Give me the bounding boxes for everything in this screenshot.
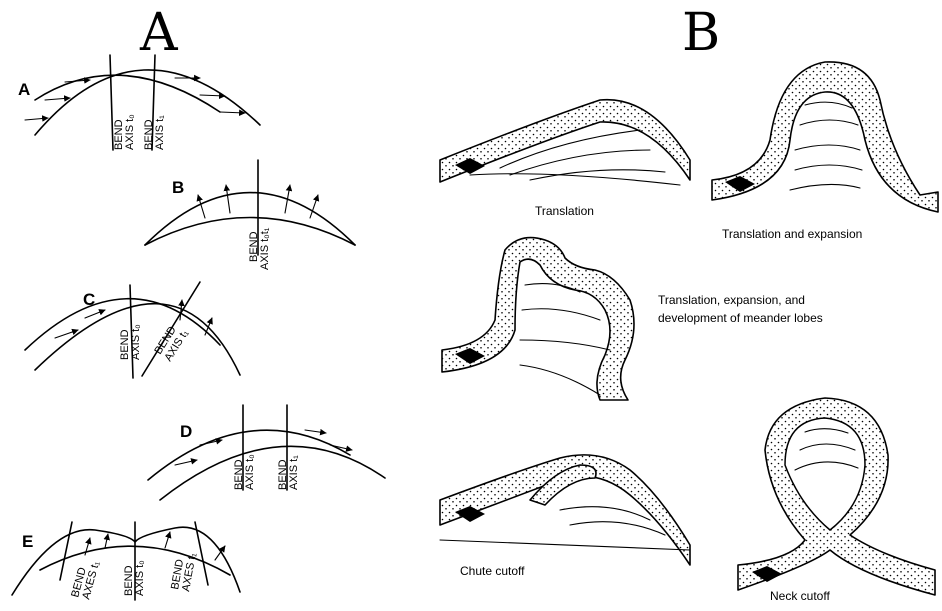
scroll-bar-4 — [800, 120, 858, 125]
migration-arrows — [25, 78, 245, 120]
meander-translation: Translation — [440, 100, 690, 218]
scroll-bar-2 — [570, 522, 665, 535]
scroll-bar-3 — [795, 145, 860, 150]
panel-b: B Translation Translation and expansion — [440, 3, 938, 603]
subfigure-b-expansion: B BEND AXIS t₀t₁ — [145, 160, 355, 270]
caption-lobes-line1: Translation, expansion, and — [658, 293, 805, 307]
bend-axis-t1-left-line — [60, 522, 72, 580]
axis-label-t0: AXIS t₀ — [124, 114, 136, 150]
axis-label-t1: AXIS t₁ — [288, 455, 300, 490]
meander-lobes: Translation, expansion, and development … — [442, 238, 823, 400]
subfigure-d-letter: D — [180, 422, 192, 441]
meander-chute-cutoff: Chute cutoff — [440, 455, 690, 578]
axis-label-t0: AXIS t₀ — [130, 324, 142, 360]
axis-label-t0: AXIS t₀ — [244, 454, 256, 490]
subfigure-e-letter: E — [22, 532, 33, 551]
scroll-bar-1 — [520, 365, 600, 395]
translation-arrows — [175, 430, 352, 465]
scroll-bar-2 — [520, 340, 610, 350]
axis-label-t0t1: AXIS t₀t₁ — [259, 227, 271, 270]
channel-body — [712, 62, 938, 212]
subfigure-e-lobing: E BEND AXES t₁ BEND AXIS t₀ BEND AXES t₁ — [12, 522, 240, 601]
caption-lobes-line2: development of meander lobes — [658, 311, 823, 325]
panel-a-title: A — [139, 3, 179, 63]
axis-label-center: AXIS t₀ — [134, 560, 146, 596]
caption-neck-cutoff: Neck cutoff — [770, 589, 830, 603]
subfigure-c-rotation: C BEND AXIS t₀ BEND AXIS t₁ — [25, 282, 240, 378]
subfigure-a-translation: A BEND AXIS t₀ BEND AXIS t₁ — [18, 55, 260, 150]
panel-b-title: B — [682, 3, 720, 63]
meander-translation-expansion: Translation and expansion — [712, 62, 938, 241]
scroll-bar-base — [470, 174, 680, 185]
bend-curve-t1 — [160, 446, 385, 500]
lobing-arrows — [85, 532, 225, 560]
floodplain-line-1 — [440, 540, 690, 550]
axes-label-right: AXES t₁ — [180, 552, 199, 593]
scroll-bar-2 — [510, 150, 650, 175]
scroll-bar-2 — [795, 165, 862, 170]
scroll-bar-5 — [805, 102, 852, 108]
subfigure-d-translation: D BEND AXIS t₀ BEND AXIS t₁ — [148, 405, 385, 500]
caption-translation-expansion: Translation and expansion — [722, 227, 862, 241]
panel-a: A A BEND AXIS t₀ BEND AXIS t₁ B — [12, 3, 385, 601]
scroll-bar-1 — [560, 507, 650, 520]
caption-translation: Translation — [535, 204, 594, 218]
subfigure-a-letter: A — [18, 80, 30, 99]
meander-neck-cutoff: Neck cutoff — [738, 398, 935, 603]
axis-label-t1: AXIS t₁ — [154, 115, 166, 150]
scroll-bar-3 — [522, 309, 600, 320]
bend-axis-t1-right-line — [195, 522, 208, 585]
caption-chute-cutoff: Chute cutoff — [460, 564, 525, 578]
scroll-bar-1 — [790, 184, 860, 190]
subfigure-b-letter: B — [172, 178, 184, 197]
channel-body — [442, 238, 634, 400]
